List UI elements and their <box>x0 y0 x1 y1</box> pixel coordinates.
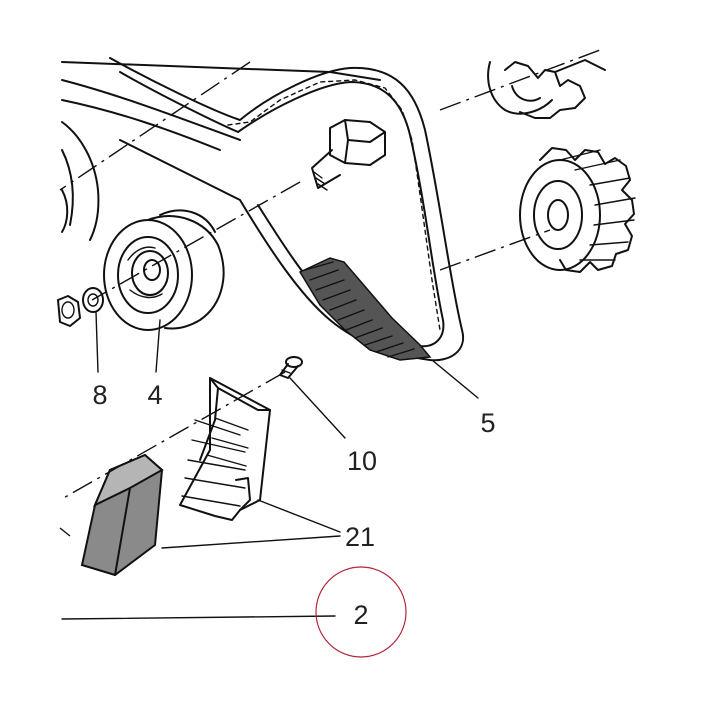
timing-belt <box>109 57 465 362</box>
washer <box>82 287 104 313</box>
callout-5: 5 <box>480 408 495 438</box>
callout-10: 10 <box>347 446 377 476</box>
belt-cover-bracket <box>179 377 271 521</box>
nut <box>57 295 81 327</box>
crankshaft-sprocket <box>519 147 636 273</box>
leader-lines <box>61 311 479 620</box>
timing-block <box>80 453 164 577</box>
tensioner-bolt <box>311 119 386 191</box>
assembly-axis-lines <box>59 49 601 537</box>
callout-2: 2 <box>353 600 368 630</box>
callout-2-highlight-circle <box>315 566 407 658</box>
belt-teeth-visible-section <box>298 257 432 361</box>
callout-21: 21 <box>345 522 375 552</box>
callout-8: 8 <box>92 380 107 410</box>
callout-4: 4 <box>147 380 162 410</box>
tensioner-pulley <box>103 209 225 331</box>
camshaft-sprocket-upper <box>487 59 606 119</box>
screw <box>279 356 303 379</box>
